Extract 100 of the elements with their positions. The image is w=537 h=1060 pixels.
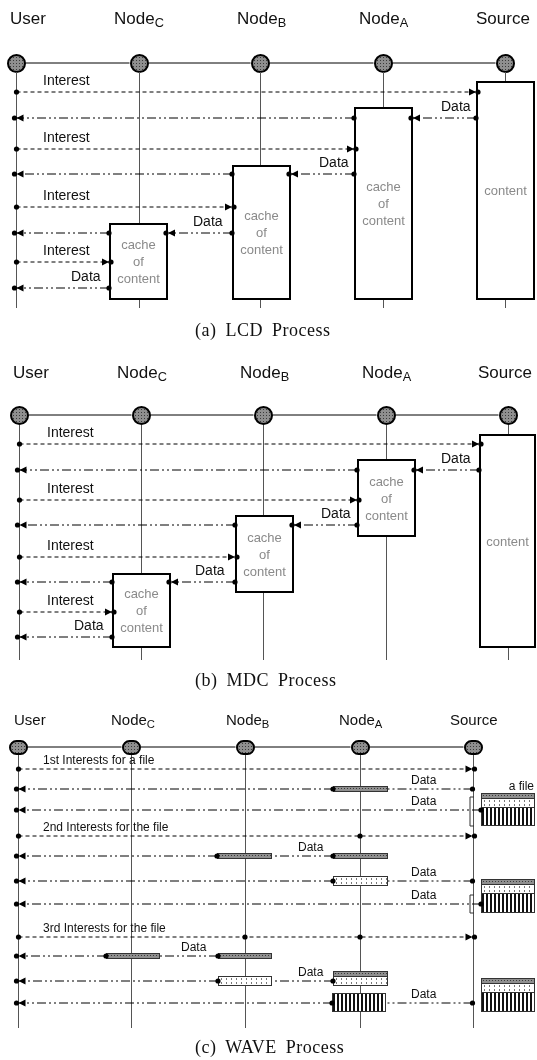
edge-label: Data [440, 99, 472, 114]
edge-label: Data [410, 865, 438, 880]
caption: (a) LCD Process [195, 320, 331, 340]
edge-label: Data [440, 451, 472, 466]
message-arrow [16, 170, 235, 178]
cache-box [109, 223, 168, 300]
edge-label: Data [194, 563, 226, 578]
cache-box [357, 459, 416, 537]
participant-label: Source [476, 9, 530, 29]
lifeline [244, 755, 246, 1028]
edge-label: Data [410, 794, 438, 809]
edge-label: Data [180, 940, 208, 955]
connector-line [27, 746, 122, 748]
participant-label: Source [478, 363, 532, 383]
participant-label: User [10, 9, 46, 29]
message-arrow [16, 553, 236, 561]
edge-label: Data [297, 840, 325, 855]
cache-box [112, 573, 171, 648]
participant-label: Node$_{C}$ [117, 363, 167, 383]
message-arrow [16, 496, 358, 504]
connector-line [140, 746, 236, 748]
edge-label: Data [70, 269, 102, 284]
edge-label: Interest [42, 73, 91, 88]
box-text: cache of content [364, 472, 409, 524]
message-arrow [18, 785, 336, 793]
edge-label: Interest [46, 593, 95, 608]
box-text: cache of content [361, 178, 406, 229]
edge-label: Data [410, 888, 438, 903]
segment-bar [333, 786, 388, 792]
box-text: cache of content [119, 585, 164, 636]
edge-label: Data [410, 987, 438, 1002]
message-arrow [18, 852, 220, 860]
file-block [481, 879, 535, 913]
connector-line [150, 414, 254, 416]
edge-label: Interest [42, 130, 91, 145]
message-arrow [19, 466, 360, 474]
message-arrow [16, 114, 357, 122]
file-label: a file [508, 780, 534, 793]
participant-label: Node$_{C}$ [111, 710, 155, 730]
message-arrow [13, 258, 110, 266]
edge-label: Interest [46, 481, 95, 496]
edge-label: Data [192, 214, 224, 229]
box-text: content [483, 182, 528, 199]
cache-box [232, 165, 291, 300]
segment-bar [218, 976, 272, 986]
message-arrow [415, 466, 482, 474]
segment-bar [332, 993, 386, 1012]
cache-box [476, 81, 535, 300]
participant-label: Node$_{A}$ [359, 9, 409, 29]
segment-bar [218, 953, 272, 959]
lifeline [15, 72, 17, 308]
edge-label: Data [320, 506, 352, 521]
message-arrow [18, 806, 484, 814]
message-arrow [290, 170, 357, 178]
message-arrow [412, 114, 479, 122]
cache-box [235, 515, 294, 593]
box-text: cache of content [242, 528, 287, 580]
connector-line [395, 414, 499, 416]
participant-label: Node$_{B}$ [226, 710, 270, 730]
connector-line [269, 62, 374, 64]
edge-label: Data [410, 773, 438, 788]
connector-line [28, 414, 132, 416]
connector-line [254, 746, 351, 748]
connector-line [148, 62, 251, 64]
cache-box [479, 434, 536, 648]
message-arrow [16, 229, 112, 237]
segment-bar [217, 853, 272, 859]
message-arrow [18, 999, 335, 1007]
edge-label: Interest [46, 425, 95, 440]
edge-label: Data [318, 155, 350, 170]
lifeline [472, 755, 474, 1028]
edge-label: Data [73, 618, 105, 633]
participant-label: Node$_{C}$ [114, 9, 164, 29]
message-arrow [19, 633, 115, 641]
participant-label: Node$_{A}$ [362, 363, 412, 383]
cache-box [354, 107, 413, 300]
message-arrow [170, 578, 238, 586]
message-arrow [19, 578, 115, 586]
connector-line [392, 62, 496, 64]
segment-bar [333, 853, 388, 859]
lifeline [18, 425, 20, 660]
lifeline [130, 755, 132, 1028]
message-arrow [15, 765, 473, 773]
edge-label: Interest [42, 243, 91, 258]
message-arrow [16, 608, 113, 616]
message-arrow [13, 203, 233, 211]
segment-bar [106, 953, 160, 959]
box-text: cache of content [239, 207, 284, 258]
file-block [481, 978, 535, 1012]
segment-bar [333, 971, 388, 986]
segment-bar [333, 876, 388, 886]
message-arrow [19, 521, 238, 529]
message-arrow [13, 88, 477, 96]
caption: (b) MDC Process [195, 670, 337, 690]
edge-label: 2nd Interests for the file [42, 820, 170, 835]
message-arrow [18, 952, 109, 960]
participant-label: Node$_{A}$ [339, 710, 383, 730]
participant-label: User [13, 363, 49, 383]
participant-label: Node$_{B}$ [240, 363, 290, 383]
participant-label: Node$_{B}$ [237, 9, 287, 29]
